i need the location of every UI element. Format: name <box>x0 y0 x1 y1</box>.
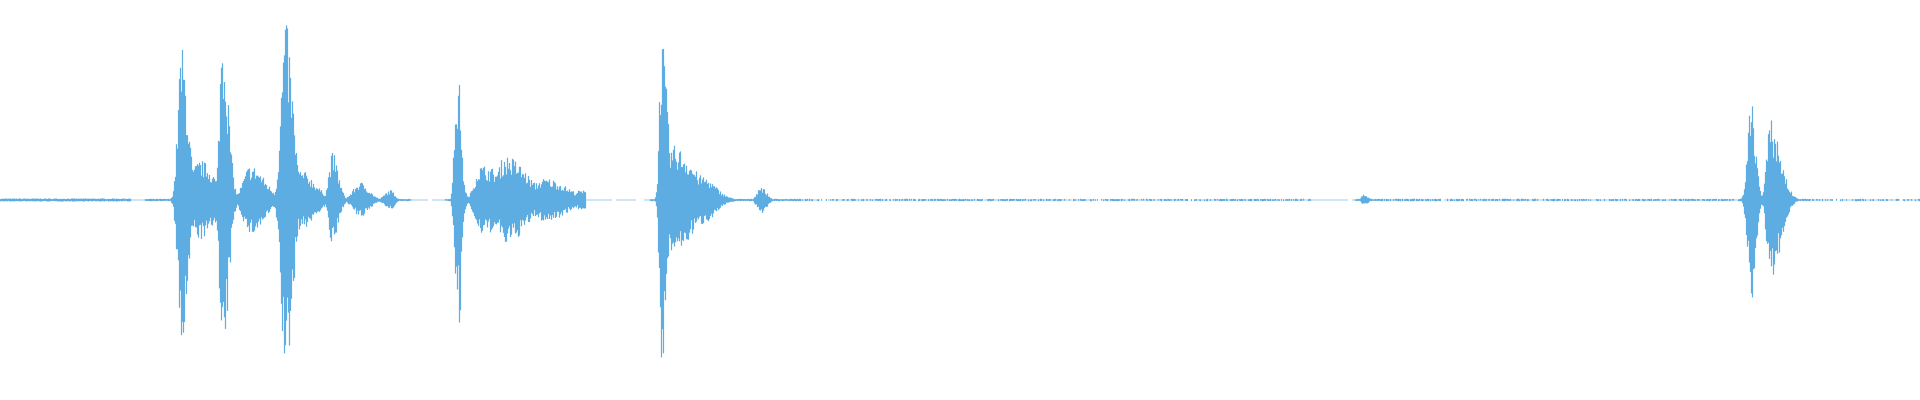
waveform-path <box>0 25 1920 358</box>
waveform-samples <box>0 25 1920 358</box>
